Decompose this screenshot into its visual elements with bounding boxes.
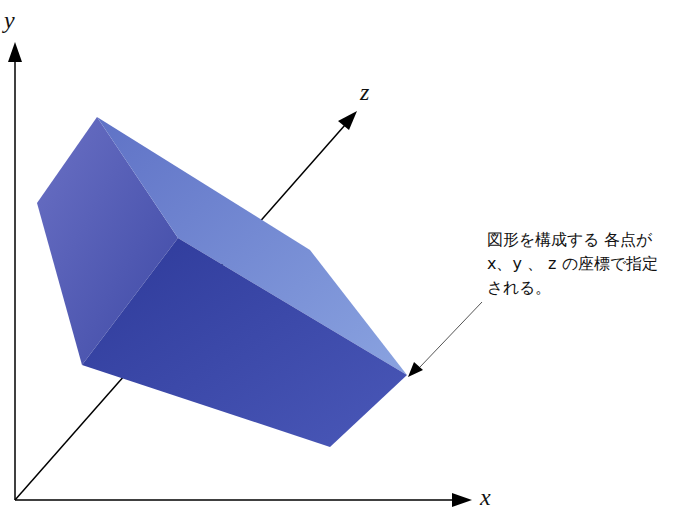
leader-line: [408, 302, 482, 377]
callout-note: 図形を構成する 各点が x、y 、 z の座標で指定 される。: [487, 228, 667, 300]
axis-arrowheads: [8, 42, 472, 507]
axis-lines: [15, 60, 455, 500]
axis-label: y: [4, 8, 15, 32]
axis-label: z: [360, 80, 369, 104]
prism: [37, 117, 407, 447]
axis-label: x: [480, 485, 491, 509]
